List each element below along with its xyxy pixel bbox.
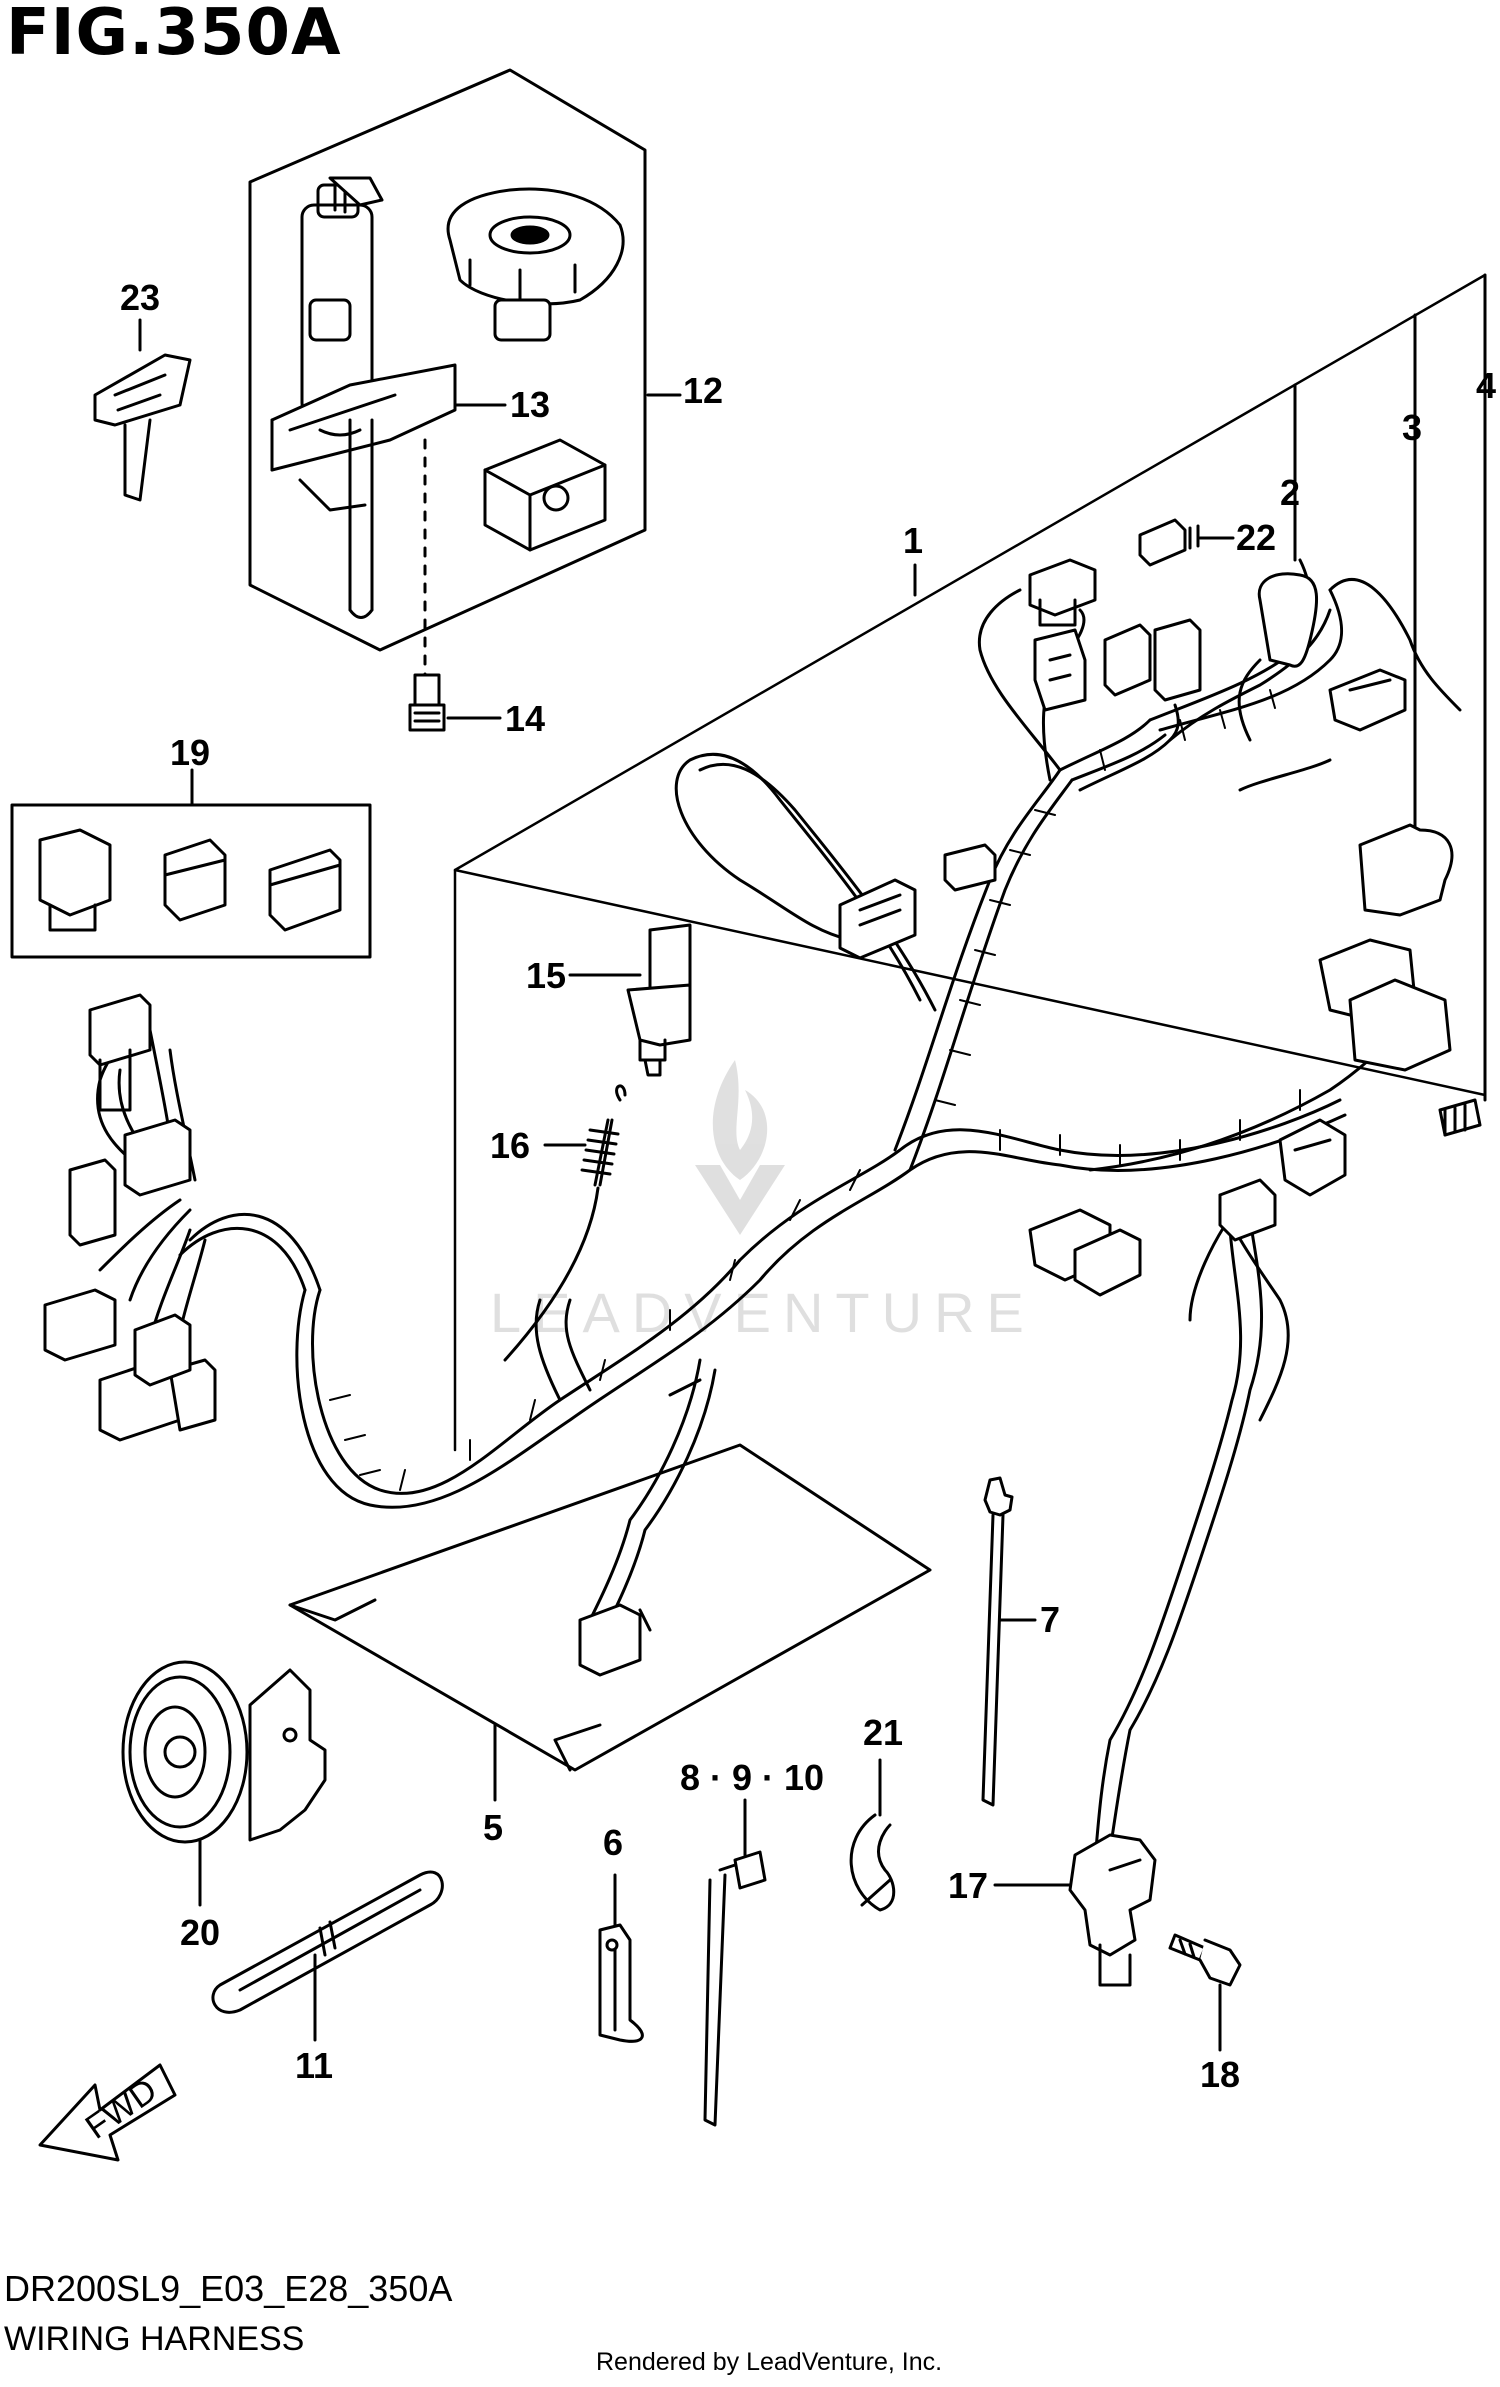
key-23-icon (93, 353, 192, 502)
callout-label-20: 20 (180, 1912, 220, 1953)
watermark-flame-icon (712, 1060, 768, 1180)
cable-tie-11-icon (211, 1870, 444, 2014)
callout-label-16: 16 (490, 1125, 530, 1166)
figure-name: WIRING HARNESS (4, 2320, 305, 2358)
switch-15-icon (626, 923, 692, 1077)
figure-code: DR200SL9_E03_E28_350A (4, 2268, 453, 2309)
connector-22-icon (1138, 518, 1200, 567)
callout-label-12: 12 (683, 370, 723, 411)
callout-label-13: 13 (510, 384, 550, 425)
bolt-18-icon (1168, 1933, 1242, 1987)
plate-5-icon (288, 1443, 932, 1772)
figure-title: FIG.350A (6, 0, 342, 70)
watermark-v-icon (695, 1165, 785, 1235)
wiring-harness-icon (96, 558, 1462, 1862)
callout-label-1: 1 (903, 520, 923, 561)
callout-label-22: 22 (1236, 517, 1276, 558)
harness-tape-marks (329, 689, 1301, 1491)
callout-label-19: 19 (170, 732, 210, 773)
spring-16-icon (503, 1084, 627, 1362)
clamp-6-icon (598, 1923, 644, 2043)
callout-label-2: 2 (1280, 472, 1300, 513)
callout-label-7: 7 (1040, 1599, 1060, 1640)
callout-label-15: 15 (526, 955, 566, 996)
ignition-set-box (248, 68, 647, 652)
callout-label-8-9-10: 8 · 9 · 10 (680, 1757, 824, 1798)
fwd-arrow-label: FWD (79, 2071, 164, 2147)
sensor-17-icon (1068, 1833, 1157, 1987)
callout-label-3: 3 (1402, 407, 1422, 448)
callout-label-4: 4 (1476, 365, 1496, 406)
callout-label-5: 5 (483, 1807, 503, 1848)
credit-text: Rendered by LeadVenture, Inc. (596, 2348, 943, 2376)
callout-label-23: 23 (120, 277, 160, 318)
bolt-14-icon (408, 438, 446, 732)
fuel-cap-icon (446, 187, 625, 342)
ignition-switch-icon (270, 176, 457, 619)
callout-label-14: 14 (505, 698, 545, 739)
lock-cover-icon (483, 438, 607, 552)
cable-tie-7-icon (981, 1476, 1014, 1807)
callout-bracket-lines (1293, 273, 1487, 1102)
fwd-arrow-icon: FWD (38, 2063, 177, 2162)
callout-label-21: 21 (863, 1712, 903, 1753)
connector-set-box (10, 803, 372, 959)
watermark: LEADVENTURE (490, 1060, 1036, 1344)
callout-label-6: 6 (603, 1822, 623, 1863)
harness-connectors (43, 558, 1482, 1677)
callout-label-18: 18 (1200, 2054, 1240, 2095)
callout-label-17: 17 (948, 1865, 988, 1906)
callout-label-11: 11 (295, 2045, 333, 2086)
clamp-8-9-10-icon (703, 1850, 767, 2127)
clip-21-icon (849, 1813, 896, 1912)
horn-20-icon (121, 1660, 327, 1844)
watermark-text: LEADVENTURE (490, 1281, 1036, 1344)
